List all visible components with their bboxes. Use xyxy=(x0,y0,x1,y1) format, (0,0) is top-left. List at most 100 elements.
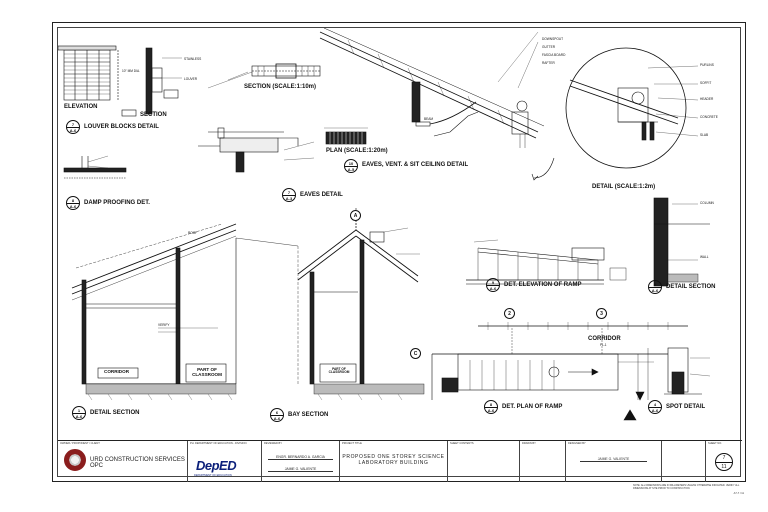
sheet-total: 11 xyxy=(721,464,727,470)
annotation-note: COLUMN xyxy=(700,201,714,205)
annotation-note: 10" MM DIA. xyxy=(122,69,140,73)
sheet-contents-caption: SHEET CONTENTS xyxy=(450,442,474,445)
detail-section-drawing xyxy=(71,223,299,395)
designed-by-caption: DESIGNED BY xyxy=(568,442,586,445)
eaves-detail-title: EAVES DETAIL xyxy=(300,192,343,198)
annotation-note: ROOF xyxy=(188,231,198,235)
grid-bubble-3: 3 xyxy=(596,308,607,319)
sheet-number-bubble: 7 11 xyxy=(715,453,733,471)
grid-bubble-c: C xyxy=(410,348,421,359)
project-title-line-1: PROPOSED ONE STOREY SCIENCE xyxy=(342,454,445,460)
eaves-detail-drawing xyxy=(198,127,315,173)
plan-drawing xyxy=(324,127,368,145)
damp-proofing-drawing xyxy=(63,155,127,179)
title-block-sheet-cell: SHEET NO. 7 11 xyxy=(706,441,742,482)
detail-section-right-drawing xyxy=(653,197,710,287)
title-block-owner-cell: OWNER / PROPONENT / CLIENT URD CONSTRUCT… xyxy=(58,441,188,482)
annotation-note: RAFTER xyxy=(542,61,555,65)
detail-section-right-title: DETAIL SECTION xyxy=(666,284,716,290)
spot-detail-title: SPOT DETAIL xyxy=(666,404,706,410)
designer-name: JAIME G. VALIENTE xyxy=(268,467,333,472)
section-scale-title: SECTION (SCALE:1:10m) xyxy=(244,84,317,90)
sheet-number: 7 xyxy=(716,454,732,463)
title-block-drawn-cell: DRAWN BY xyxy=(520,441,566,482)
spot-detail-drawing xyxy=(647,347,711,400)
annotation-note: DOWNSPOUT xyxy=(542,37,564,41)
annotation-note: FASCIA BOARD xyxy=(542,53,566,57)
annotation-note: CONCRETE xyxy=(700,115,718,119)
project-title: PROPOSED ONE STOREY SCIENCE LABORATORY B… xyxy=(340,454,447,466)
sheet-footcode: A7-7 / 11 xyxy=(733,492,744,495)
sheet-footnote: NOTE: ALL DIMENSIONS ARE IN MILLIMETERS … xyxy=(633,484,740,490)
part-of-classroom-label: PART OF CLASSROOM xyxy=(192,367,222,377)
part-of-classroom-label-2: PART OF CLASSROOM xyxy=(328,367,350,375)
louver-elevation-drawing xyxy=(58,45,137,117)
annotation-note: GUTTER xyxy=(542,45,556,49)
plan-scale-title: PLAN (SCALE:1:20m) xyxy=(326,148,388,154)
annotation-note: SLAB xyxy=(700,133,709,137)
title-block-designed-cell: DESIGNED BY JAIME G. VALIENTE xyxy=(566,441,662,482)
title-block-project-cell: PROJECT TITLE PROPOSED ONE STOREY SCIENC… xyxy=(340,441,448,482)
company-logo-icon xyxy=(64,449,86,471)
annotation-note: HEADER xyxy=(700,97,714,101)
corridor-label: CORRIDOR xyxy=(104,369,130,374)
project-title-line-2: LABORATORY BUILDING xyxy=(358,460,429,466)
gutter-detail-circle-drawing xyxy=(531,47,699,181)
eaves-vent-ceiling-title: EAVES, VENT. & SIT CEILING DETAIL xyxy=(362,162,469,168)
bay-section-drawing xyxy=(297,208,425,395)
annotation-note: LOUVER xyxy=(184,77,198,81)
corridor-plan-label: CORRIDOR xyxy=(588,336,621,342)
title-block: OWNER / PROPONENT / CLIENT URD CONSTRUCT… xyxy=(58,440,742,482)
grid-bubble-a: A xyxy=(350,210,361,221)
title-block-blank-cell xyxy=(662,441,706,482)
reviewed-caption: REVIEWED BY xyxy=(264,442,283,445)
annotation-note: VERIFY xyxy=(158,323,170,327)
deped-logo-icon: DepED xyxy=(196,458,237,473)
title-block-office-cell: PH. DEPARTMENT OF EDUCATION - DIVISION D… xyxy=(188,441,262,482)
annotation-note: SOFFIT xyxy=(700,81,712,85)
drawn-by-caption: DRAWN BY xyxy=(522,442,536,445)
corridor-plan-sublabel: FL-1 xyxy=(600,343,607,347)
ramp-plan-drawing xyxy=(431,322,688,421)
designed-by-name: JAIME G. VALIENTE xyxy=(580,457,647,462)
bay-section-title: BAY SECTION xyxy=(288,412,329,418)
eave-section-drawing xyxy=(207,63,321,89)
louver-section-label: SECTION xyxy=(140,112,167,118)
title-block-reviewed-cell: REVIEWED BY ENGR. BERNARDO A. GARCIA JAI… xyxy=(262,441,340,482)
sheet-no-caption: SHEET NO. xyxy=(708,442,722,445)
owner-caption: OWNER / PROPONENT / CLIENT xyxy=(60,442,100,445)
project-caption: PROJECT TITLE xyxy=(342,442,362,445)
louver-blocks-detail-title: LOUVER BLOCKS DETAIL xyxy=(84,124,159,130)
title-block-contents-cell: SHEET CONTENTS xyxy=(448,441,520,482)
annotation-note: WALL xyxy=(700,255,709,259)
detail-section-left-title: DETAIL SECTION xyxy=(90,410,140,416)
damp-proofing-title: DAMP PROOFING DET. xyxy=(84,200,150,206)
ramp-elevation-title: DET. ELEVATION OF RAMP xyxy=(504,282,582,288)
office-caption: PH. DEPARTMENT OF EDUCATION - DIVISION xyxy=(190,442,247,445)
company-name: URD CONSTRUCTION SERVICES OPC xyxy=(90,457,185,469)
reviewer-name: ENGR. BERNARDO A. GARCIA xyxy=(268,455,333,460)
louver-elevation-label: ELEVATION xyxy=(64,104,98,110)
roof-eave-vent-drawing xyxy=(319,28,545,148)
annotation-note: BEAM xyxy=(424,117,434,121)
ramp-plan-title: DET. PLAN OF RAMP xyxy=(502,404,563,410)
annotation-note: PURLINS xyxy=(700,63,714,67)
detail-scale-title: DETAIL (SCALE:1:2m) xyxy=(592,184,656,190)
annotation-note: STAINLESS xyxy=(184,57,202,61)
grid-bubble-2: 2 xyxy=(504,308,515,319)
architectural-details-drawing xyxy=(58,28,711,421)
louver-section-drawing xyxy=(145,47,182,115)
